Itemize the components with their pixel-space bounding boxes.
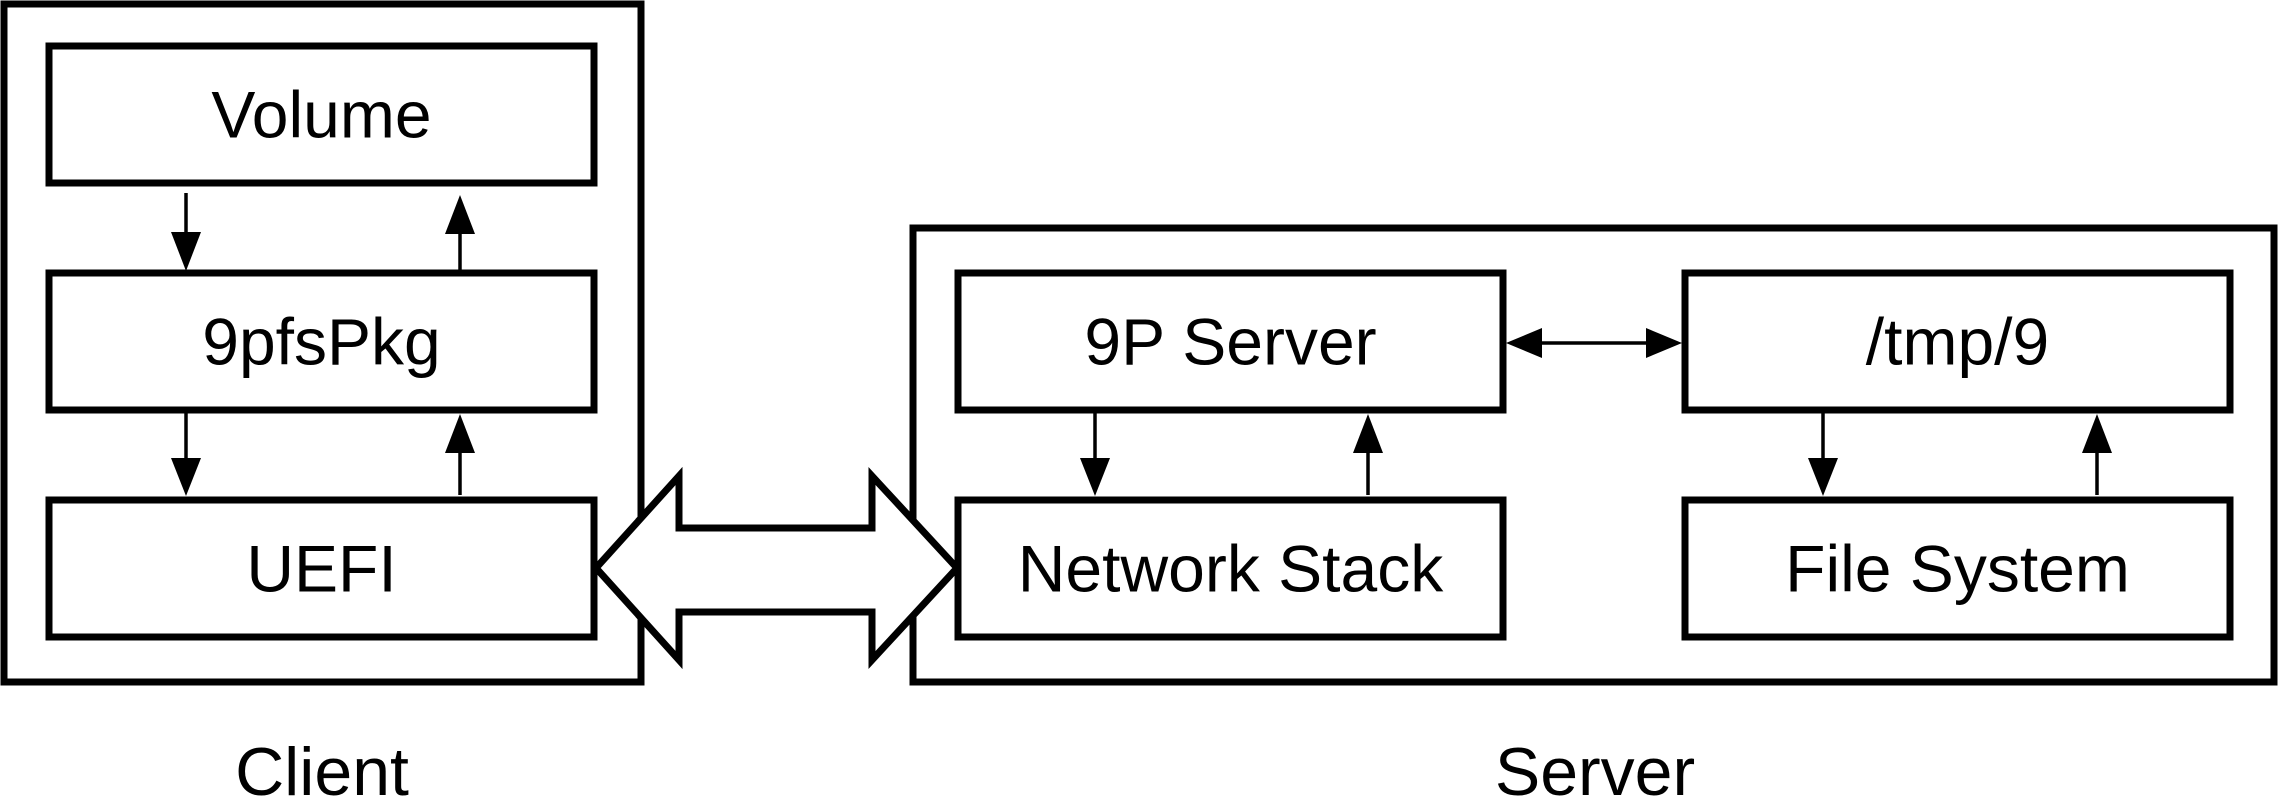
server-file-system-box: File System [1681,496,2234,641]
9p-server-to-network-stack-arrow [1080,412,1110,496]
network-stack-label: Network Stack [1018,532,1444,606]
client-caption: Client [235,734,409,802]
uefi-to-9pfspkg-arrow [445,414,475,495]
file-system-to-tmp-arrow [2082,414,2112,495]
volume-to-9pfspkg-arrow [171,193,201,271]
tmp-label: /tmp/9 [1866,305,2049,379]
tmp-to-file-system-arrow [1808,412,1838,496]
server-caption: Server [1495,734,1695,802]
server-frame [909,224,2278,686]
9p-server-tmp-double-arrow [1506,328,1682,358]
uefi-label: UEFI [246,532,396,606]
network-link-arrow [591,466,962,670]
9pfspkg-to-volume-arrow [445,195,475,272]
network-stack-to-9p-server-arrow [1353,414,1383,495]
9pfspkg-label: 9pfsPkg [202,305,440,379]
client-9pfspkg-box: 9pfsPkg [45,269,598,414]
server-tmp-box: /tmp/9 [1681,269,2234,414]
9pfspkg-to-uefi-arrow [171,412,201,496]
client-volume-box: Volume [45,42,598,187]
9p-server-label: 9P Server [1084,305,1376,379]
client-uefi-box: UEFI [45,496,598,641]
server-network-stack-box: Network Stack [954,496,1507,641]
file-system-label: File System [1785,532,2130,606]
client-frame [0,0,645,686]
server-9p-server-box: 9P Server [954,269,1507,414]
volume-label: Volume [211,78,431,152]
